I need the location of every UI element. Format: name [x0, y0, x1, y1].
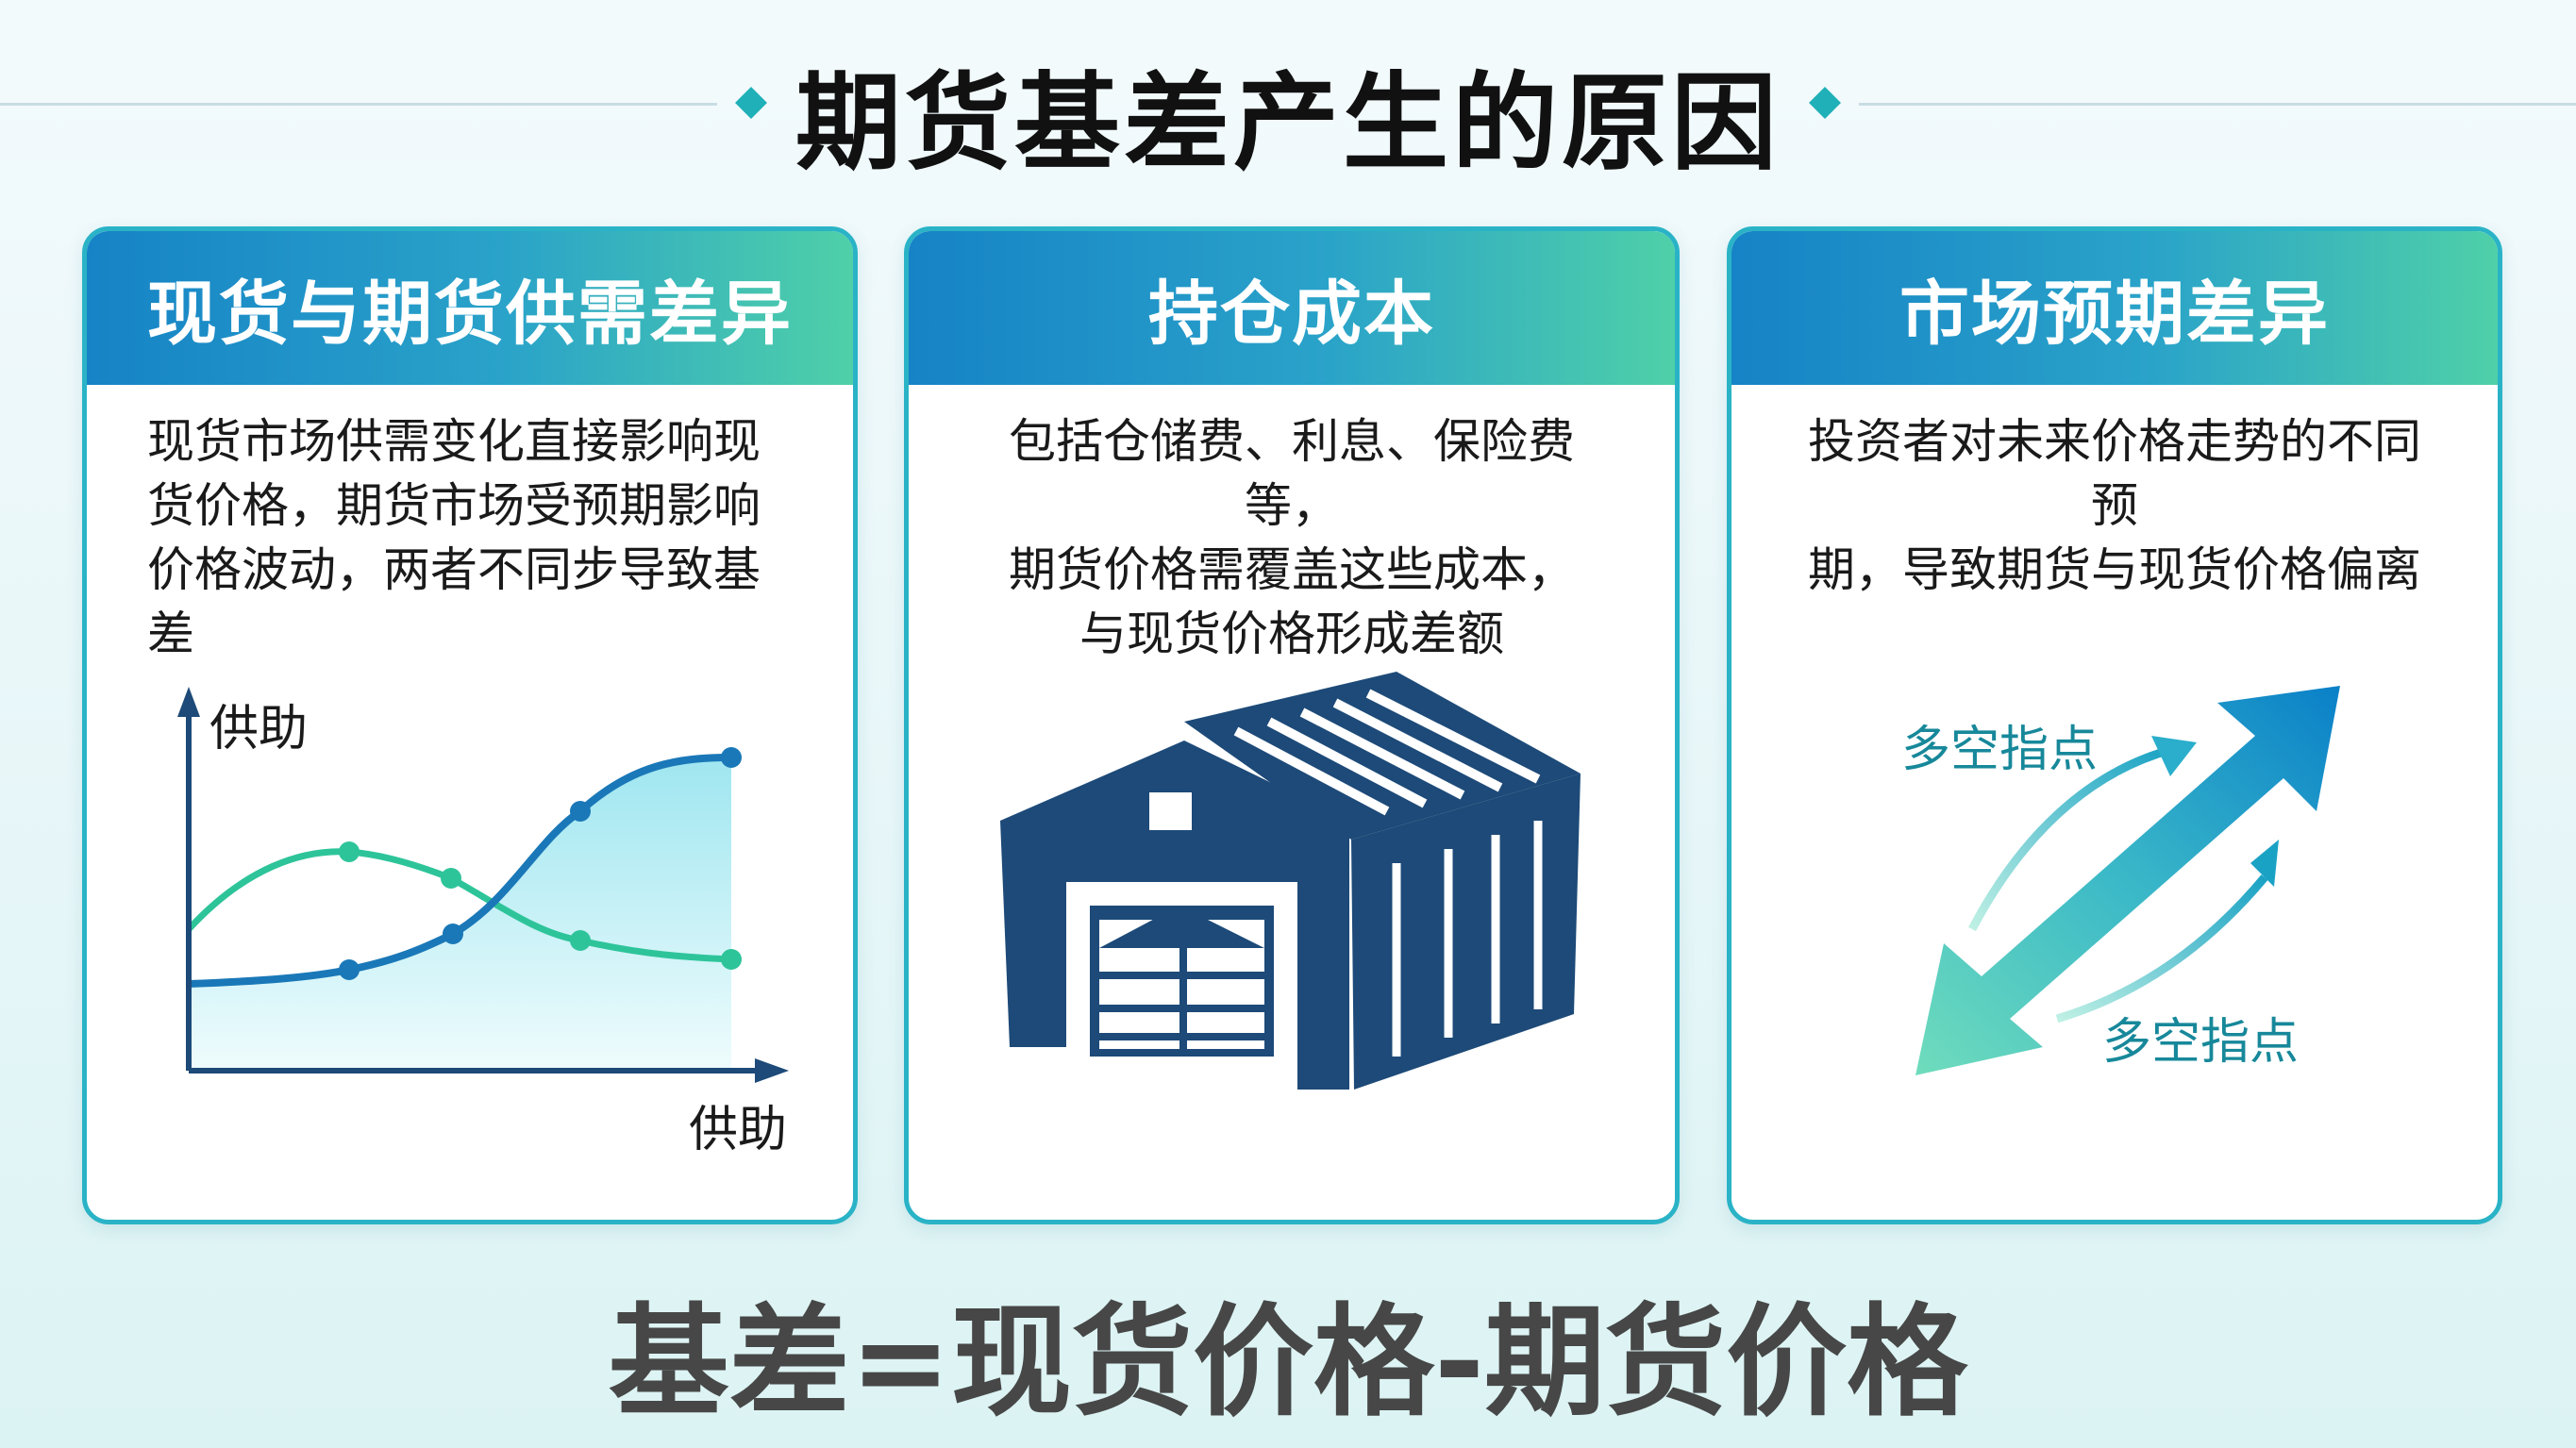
page-title: 期货基差产生的原因	[795, 62, 1781, 185]
expectation-label-lower: 多空指点	[2102, 1014, 2300, 1071]
x-axis-label: 供助	[689, 1102, 788, 1158]
blue-points	[339, 747, 742, 980]
card-holding-cost: 持仓成本 包括仓储费、利息、保险费等， 期货价格需覆盖这些成本， 与现货价格形成…	[904, 226, 1680, 1224]
basis-formula: 基差=现货价格-期货价格	[608, 1292, 1968, 1433]
title-line-right	[1859, 103, 2576, 106]
expectation-label-upper: 多空指点	[1901, 722, 2099, 778]
text-line: 包括仓储费、利息、保险费等，	[1009, 414, 1575, 533]
x-axis-arrow-icon	[755, 1058, 789, 1083]
curved-arrow-lower-head-icon	[2250, 840, 2279, 887]
curved-arrow-upper-head-icon	[2151, 736, 2197, 776]
card-text: 包括仓储费、利息、保险费等， 期货价格需覆盖这些成本， 与现货价格形成差额	[909, 385, 1675, 666]
y-axis-arrow-icon	[177, 687, 200, 717]
area-fill	[189, 757, 731, 1071]
curved-arrow-upper	[1968, 745, 2172, 932]
text-line: 期，导致期货与现货价格偏离	[1808, 542, 2421, 597]
curved-arrow-lower	[2055, 874, 2268, 1024]
card-text: 投资者对未来价格走势的不同预 期，导致期货与现货价格偏离	[1731, 385, 2498, 602]
card-market-expectation: 市场预期差异 投资者对未来价格走势的不同预 期，导致期货与现货价格偏离	[1727, 226, 2502, 1224]
title-line-left	[0, 103, 717, 106]
card-heading: 市场预期差异	[1731, 231, 2498, 385]
supply-demand-chart	[177, 687, 789, 1083]
card-text: 现货市场供需变化直接影响现货价格，期货市场受预期影响价格波动，两者不同步导致基差	[147, 414, 761, 661]
text-line: 投资者对未来价格走势的不同预	[1808, 414, 2421, 533]
text-line: 与现货价格形成差额	[1079, 607, 1504, 661]
card-heading: 现货与期货供需差异	[87, 231, 853, 385]
card-heading: 持仓成本	[909, 231, 1675, 385]
green-points	[339, 841, 742, 970]
warehouse-icon	[1000, 672, 1581, 1090]
text-line: 期货价格需覆盖这些成本，	[1009, 542, 1575, 597]
double-arrow-icon	[1915, 686, 2340, 1075]
y-axis-label: 供助	[209, 701, 309, 757]
